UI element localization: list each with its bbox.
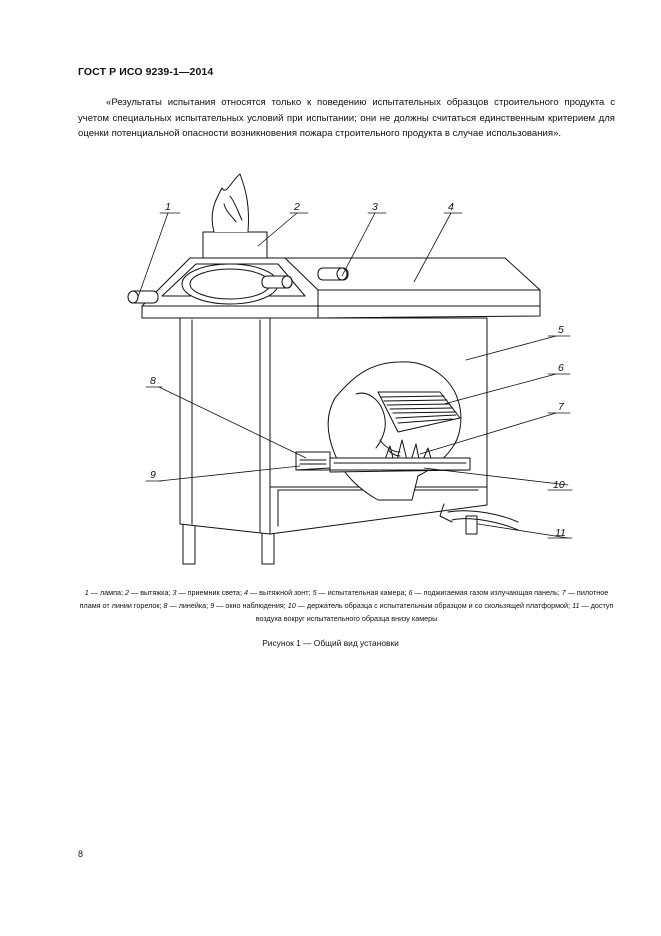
callout-2: 2: [293, 201, 300, 213]
legend-text: держатель образца с испытательным образц…: [306, 601, 569, 611]
figure-caption: Рисунок 1 — Общий вид установки: [262, 638, 399, 648]
legend-text: поджигаемая газом излучающая панель: [423, 588, 558, 597]
legend-num: 7: [561, 588, 566, 597]
legend-num: 2: [125, 588, 129, 597]
document-header: ГОСТ Р ИСО 9239-1—2014: [78, 66, 214, 78]
legend-text: доступ воздуха вокруг испытательного обр…: [255, 601, 614, 624]
legend-text: лампа: [99, 588, 121, 597]
legend-num: 3: [172, 588, 177, 597]
callout-10: 10: [553, 479, 565, 491]
callout-4: 4: [448, 201, 454, 213]
callout-7: 7: [558, 401, 565, 413]
legend-text: испытательная камера: [327, 588, 405, 597]
figure-legend: 1 — лампа; 2 — вытяжка; 3 — приемник све…: [79, 588, 614, 624]
callout-3: 3: [372, 201, 378, 213]
light-receivers: [261, 267, 349, 289]
legend-num: 1: [84, 588, 89, 597]
lamp: [127, 290, 159, 304]
callout-leaders: [137, 212, 569, 539]
callout-1: 1: [165, 201, 171, 213]
legend-text: вытяжной зонт: [259, 588, 309, 597]
legend-text: линейка: [178, 601, 207, 611]
legend-num: 8: [163, 601, 168, 611]
callout-5: 5: [558, 324, 564, 336]
legend-num: 9: [210, 601, 215, 611]
radiant-panel: [377, 391, 461, 433]
legend-num: 5: [312, 588, 317, 597]
air-access-arrow: [439, 503, 519, 531]
legend-num: 10: [287, 601, 296, 611]
callout-6: 6: [558, 362, 564, 374]
legend-text: приемник света: [187, 588, 240, 597]
callout-underlines: [145, 212, 573, 539]
legend-num: 6: [408, 588, 413, 597]
quote-paragraph: «Результаты испытания относятся только к…: [78, 97, 615, 140]
pilot-flames: [383, 439, 433, 465]
legend-text: вытяжка: [140, 588, 169, 597]
legend-num: 11: [572, 601, 580, 611]
specimen-holder: [295, 451, 471, 473]
callout-9: 9: [150, 469, 156, 481]
callout-8: 8: [150, 375, 156, 387]
exhaust-hood: [141, 257, 541, 319]
legend-num: 4: [243, 588, 248, 597]
legend-text: пилотное пламя от линии горелок: [79, 588, 609, 611]
callout-11: 11: [555, 527, 566, 539]
page-number: 8: [78, 849, 84, 859]
exhaust-stack: [202, 173, 268, 259]
legend-text: окно наблюдения: [225, 601, 284, 611]
